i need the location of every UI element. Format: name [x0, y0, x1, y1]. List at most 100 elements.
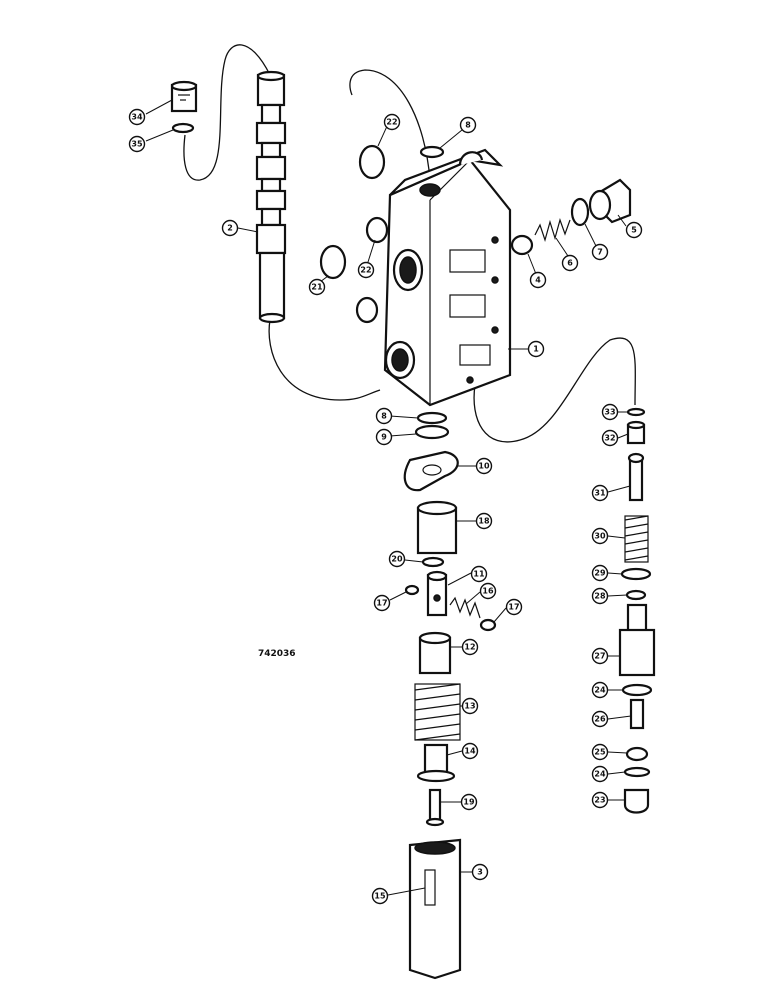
- svg-text:9: 9: [381, 433, 387, 442]
- retainer-plate: [403, 450, 459, 492]
- svg-text:24: 24: [594, 770, 606, 779]
- acorn-nut: [623, 788, 650, 814]
- jam-plug: [626, 420, 646, 445]
- bushing: [416, 500, 458, 555]
- spool-cap: [408, 838, 462, 980]
- callout-35: 35: [128, 135, 146, 153]
- jam-nut: [625, 746, 649, 762]
- detent-spring: [449, 596, 481, 619]
- seal-ring: [358, 144, 386, 180]
- relief-housing: [618, 603, 656, 677]
- callout-22: 22: [357, 261, 375, 279]
- callout-32: 32: [601, 429, 619, 447]
- svg-text:32: 32: [604, 434, 615, 443]
- svg-text:14: 14: [464, 747, 476, 756]
- svg-text:20: 20: [391, 555, 403, 564]
- callout-4: 4: [529, 271, 547, 289]
- svg-text:2: 2: [227, 224, 233, 233]
- svg-text:25: 25: [594, 748, 606, 757]
- callout-14: 14: [461, 742, 479, 760]
- spool: [255, 70, 287, 324]
- callout-8: 8: [459, 116, 477, 134]
- svg-text:19: 19: [463, 798, 475, 807]
- seal-ring: [625, 589, 647, 601]
- detent-ball: [404, 584, 420, 596]
- callout-17: 17: [373, 594, 391, 612]
- callout-3: 3: [471, 863, 489, 881]
- callout-16: 16: [479, 582, 497, 600]
- svg-text:29: 29: [594, 569, 606, 578]
- callout-23: 23: [591, 791, 609, 809]
- svg-text:21: 21: [311, 283, 323, 292]
- seal-ring: [419, 145, 445, 159]
- svg-text:5: 5: [631, 226, 637, 235]
- callout-10: 10: [475, 457, 493, 475]
- svg-text:27: 27: [594, 652, 605, 661]
- callout-13: 13: [461, 697, 479, 715]
- callout-11: 11: [470, 565, 488, 583]
- cap-screw: [425, 788, 445, 827]
- callout-6: 6: [561, 254, 579, 272]
- svg-text:7: 7: [597, 248, 603, 257]
- svg-text:13: 13: [464, 702, 475, 711]
- svg-text:28: 28: [594, 592, 606, 601]
- svg-text:11: 11: [473, 570, 485, 579]
- svg-text:4: 4: [535, 276, 541, 285]
- svg-text:31: 31: [594, 489, 606, 498]
- plug: [170, 80, 198, 113]
- detent-ball: [479, 618, 497, 632]
- callout-24: 24: [591, 681, 609, 699]
- callout-7: 7: [591, 243, 609, 261]
- svg-text:15: 15: [374, 892, 386, 901]
- adjusting-washer: [621, 683, 653, 697]
- callout-22: 22: [383, 113, 401, 131]
- seal-ring: [570, 197, 590, 227]
- relief-stem: [627, 452, 645, 502]
- svg-text:8: 8: [381, 412, 387, 421]
- seal-ring: [319, 244, 347, 280]
- callout-21: 21: [308, 278, 326, 296]
- callout-2: 2: [221, 219, 239, 237]
- callout-8: 8: [375, 407, 393, 425]
- svg-text:24: 24: [594, 686, 606, 695]
- adjusting-washer: [623, 766, 651, 778]
- callout-29: 29: [591, 564, 609, 582]
- poppet-spring: [534, 218, 571, 243]
- callout-24: 24: [591, 765, 609, 783]
- callout-25: 25: [591, 743, 609, 761]
- svg-text:16: 16: [482, 587, 494, 596]
- relief-spring: [624, 515, 649, 563]
- seal-ring: [355, 296, 379, 324]
- svg-text:8: 8: [465, 121, 471, 130]
- seal-ring: [626, 407, 646, 417]
- callout-19: 19: [460, 793, 478, 811]
- callout-18: 18: [475, 512, 493, 530]
- callout-28: 28: [591, 587, 609, 605]
- svg-text:22: 22: [386, 118, 397, 127]
- assembly-guide-lines: [183, 44, 636, 443]
- svg-text:17: 17: [376, 599, 387, 608]
- callout-1: 1: [527, 340, 545, 358]
- callout-leaders: [145, 99, 632, 896]
- backup-ring: [414, 424, 450, 440]
- callout-17: 17: [505, 598, 523, 616]
- svg-text:3: 3: [477, 868, 483, 877]
- callout-15: 15: [371, 887, 389, 905]
- svg-text:12: 12: [464, 643, 475, 652]
- figure-number: 742036: [258, 649, 296, 659]
- callout-26: 26: [591, 710, 609, 728]
- svg-text:35: 35: [131, 140, 143, 149]
- svg-text:22: 22: [360, 266, 371, 275]
- svg-text:26: 26: [594, 715, 606, 724]
- svg-text:18: 18: [478, 517, 490, 526]
- spring-cap: [418, 631, 452, 675]
- callout-30: 30: [591, 527, 609, 545]
- seal-ring: [421, 556, 445, 568]
- svg-text:6: 6: [567, 259, 573, 268]
- adjusting-screw: [629, 698, 645, 730]
- relief-plug: [588, 178, 632, 224]
- spring-seat: [416, 743, 456, 783]
- svg-text:34: 34: [131, 113, 143, 122]
- svg-text:1: 1: [533, 345, 539, 354]
